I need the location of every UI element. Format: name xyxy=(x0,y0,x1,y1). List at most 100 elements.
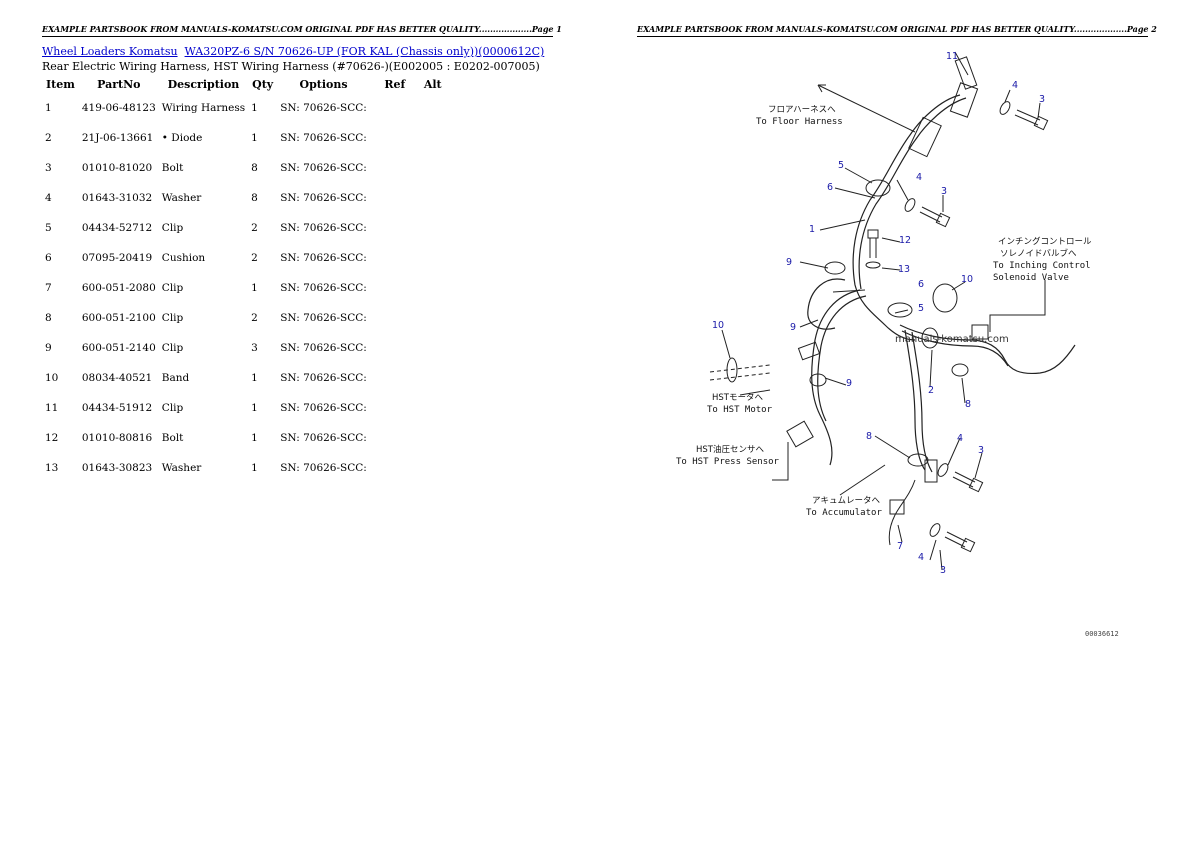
col-header-ref: Ref xyxy=(384,78,406,91)
parts-diagram: フロアハーネスへ To Floor Harness インチングコントロール ソレ… xyxy=(676,51,1119,638)
cell-item: 11 xyxy=(45,402,59,414)
breadcrumb: Wheel Loaders Komatsu WA320PZ-6 S/N 7062… xyxy=(42,45,544,58)
bolt-washer-upper xyxy=(904,198,951,228)
connector-inching xyxy=(971,324,989,340)
callout-3: 3 xyxy=(1039,94,1045,105)
arrow-hst-motor xyxy=(739,389,771,396)
cell-item: 4 xyxy=(45,192,52,204)
cell-options: SN: 70626-SCC: xyxy=(280,402,367,414)
cell-qty: 2 xyxy=(251,252,258,264)
connector-floor xyxy=(949,82,979,118)
figure-number: 00036612 xyxy=(1085,630,1119,638)
cell-qty: 2 xyxy=(251,222,258,234)
cell-description: Bolt xyxy=(161,432,184,444)
callout-7: 7 xyxy=(897,541,903,552)
callout-10: 10 xyxy=(961,274,973,285)
col-header-description: Description xyxy=(167,78,240,91)
harness-lower-branch xyxy=(904,329,926,471)
label-hstm-en: To HST Motor xyxy=(707,405,773,415)
breadcrumb-link-model[interactable]: WA320PZ-6 S/N 70626-UP (FOR KAL (Chassis… xyxy=(184,45,545,58)
page-header-right: EXAMPLE PARTSBOOK FROM MANUALS-KOMATSU.C… xyxy=(637,22,1157,37)
arrow-floor xyxy=(817,84,916,133)
cell-qty: 1 xyxy=(251,282,258,294)
cell-item: 1 xyxy=(45,102,52,114)
cell-options: SN: 70626-SCC: xyxy=(280,252,367,264)
cell-description: Clip xyxy=(161,402,184,414)
callout-8: 8 xyxy=(866,431,872,442)
cell-options: SN: 70626-SCC: xyxy=(280,312,367,324)
bolt-washer-top xyxy=(999,101,1049,131)
clip-upper xyxy=(865,179,891,197)
cell-description: Clip xyxy=(161,342,184,354)
cell-qty: 1 xyxy=(251,102,258,114)
cell-options: SN: 70626-SCC: xyxy=(280,132,367,144)
cell-ref xyxy=(370,93,420,123)
cell-options: SN: 70626-SCC: xyxy=(280,192,367,204)
cell-partno: 600-051-2080 xyxy=(81,282,156,294)
cell-ref xyxy=(370,303,420,333)
cell-item: 12 xyxy=(45,432,59,444)
cell-partno: 419-06-48123 xyxy=(81,102,156,114)
clip-left-upper xyxy=(824,261,846,275)
cell-description: Wiring Harness xyxy=(161,102,246,114)
cell-qty: 8 xyxy=(251,192,258,204)
cell-alt xyxy=(420,333,446,363)
page-subtitle: Rear Electric Wiring Harness, HST Wiring… xyxy=(42,60,540,73)
harness-left-branch-2 xyxy=(817,295,867,422)
cell-alt xyxy=(420,243,446,273)
clip-right xyxy=(951,363,969,377)
callout-9: 9 xyxy=(790,322,796,333)
col-header-partno: PartNo xyxy=(97,78,141,91)
label-acc-jp: アキュムレータへ xyxy=(812,496,881,506)
cell-partno: 600-051-2100 xyxy=(81,312,156,324)
cell-item: 2 xyxy=(45,132,52,144)
harness-main-trunk-2 xyxy=(858,97,967,290)
cell-partno: 01643-31032 xyxy=(81,192,153,204)
cell-item: 10 xyxy=(45,372,59,384)
callout-3: 3 xyxy=(940,565,946,576)
cell-description: Clip xyxy=(161,282,184,294)
harness-lower-branch-2 xyxy=(911,331,933,473)
callout-4: 4 xyxy=(916,172,922,183)
label-hsts-jp: HST油圧センサへ xyxy=(696,444,764,455)
breadcrumb-link-category[interactable]: Wheel Loaders Komatsu xyxy=(42,45,178,58)
cell-alt xyxy=(420,363,446,393)
callout-9: 9 xyxy=(846,378,852,389)
cell-alt xyxy=(420,93,446,123)
callout-2: 2 xyxy=(928,385,934,396)
col-header-qty: Qty xyxy=(252,78,274,91)
cell-alt xyxy=(420,273,446,303)
cell-partno: 07095-20419 xyxy=(81,252,153,264)
cell-ref xyxy=(370,243,420,273)
cell-ref xyxy=(370,363,420,393)
cell-item: 6 xyxy=(45,252,52,264)
cell-description: Clip xyxy=(161,222,184,234)
cell-partno: 08034-40521 xyxy=(81,372,153,384)
cell-options: SN: 70626-SCC: xyxy=(280,462,367,474)
cell-partno: 01643-30823 xyxy=(81,462,153,474)
callout-4: 4 xyxy=(957,433,963,444)
clip-left-mid xyxy=(809,373,827,387)
watermark: manuals-komatsu.com xyxy=(895,334,1009,345)
clip-lower xyxy=(907,453,929,467)
cell-ref xyxy=(370,453,420,483)
cell-ref xyxy=(370,183,420,213)
cell-alt xyxy=(420,213,446,243)
cell-description: • Diode xyxy=(161,132,203,144)
callout-11: 11 xyxy=(946,51,958,62)
callout-10: 10 xyxy=(712,320,724,331)
cell-options: SN: 70626-SCC: xyxy=(280,222,367,234)
cell-item: 9 xyxy=(45,342,52,354)
arrow-hst-sensor xyxy=(772,442,789,481)
cell-partno: 21J-06-13661 xyxy=(81,132,154,144)
arrow-inching xyxy=(989,280,1046,332)
harness-left-loop xyxy=(807,278,846,330)
